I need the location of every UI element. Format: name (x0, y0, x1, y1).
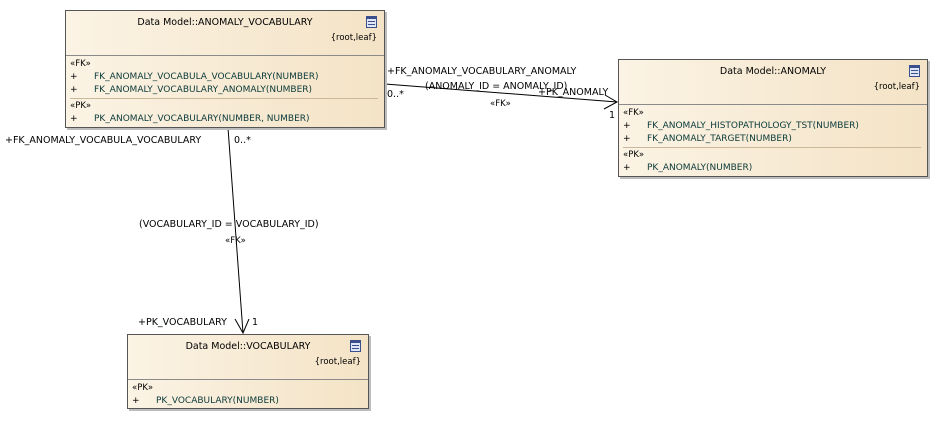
visibility-marker: + (623, 163, 631, 173)
source-role-label: +FK_ANOMALY_VOCABULARY_ANOMALY (387, 66, 577, 77)
source-multiplicity: 0..* (234, 135, 251, 146)
fk-vocabulary-line (227, 127, 244, 334)
visibility-marker: + (70, 114, 78, 124)
target-role-label: +PK_VOCABULARY (138, 317, 227, 328)
fk-anomaly-line (384, 83, 618, 103)
fk-anomaly-arrowhead (603, 94, 619, 110)
operation-name: FK_ANOMALY_VOCABULARY_ANOMALY(NUMBER) (94, 85, 313, 95)
pk-stereotype: «PK» (70, 101, 92, 111)
pk-section: «PK» + PK_ANOMALY_VOCABULARY(NUMBER, NUMB… (70, 100, 378, 127)
join-condition-label: (VOCABULARY_ID = VOCABULARY_ID) (139, 219, 319, 230)
operation-row[interactable]: + PK_ANOMALY(NUMBER) (623, 162, 921, 175)
table-icon (909, 65, 920, 77)
visibility-marker: + (70, 85, 78, 95)
table-title: Data Model::ANOMALY_VOCABULARY (137, 17, 313, 28)
operation-row[interactable]: + PK_ANOMALY_VOCABULARY(NUMBER, NUMBER) (70, 113, 378, 126)
fk-stereotype: «FK» (70, 59, 91, 69)
operation-name: FK_ANOMALY_VOCABULA_VOCABULARY(NUMBER) (94, 72, 319, 82)
table-tags: {root,leaf} (330, 33, 377, 43)
table-vocabulary[interactable]: Data Model::VOCABULARY {root,leaf} «PK» … (127, 334, 369, 409)
fk-stereotype-label: «FK» (490, 99, 511, 109)
fk-section: «FK» + FK_ANOMALY_HISTOPATHOLOGY_TST(NUMB… (623, 107, 921, 148)
table-anomaly[interactable]: Data Model::ANOMALY {root,leaf} «FK» +FK… (618, 59, 928, 177)
fk-section: «FK» + FK_ANOMALY_VOCABULA_VOCABULARY(NUM… (70, 58, 378, 99)
operation-name: FK_ANOMALY_HISTOPATHOLOGY_TST(NUMBER) (647, 121, 859, 131)
pk-stereotype: «PK» (132, 383, 154, 393)
operation-name: PK_ANOMALY(NUMBER) (647, 163, 753, 173)
fk-stereotype: «FK» (623, 108, 644, 118)
pk-section: «PK» + PK_ANOMALY(NUMBER) (623, 149, 921, 176)
fk-stereotype-label: «FK» (225, 236, 246, 246)
operation-name: PK_VOCABULARY(NUMBER) (156, 396, 279, 406)
operation-name: FK_ANOMALY_TARGET(NUMBER) (647, 134, 792, 144)
visibility-marker: + (623, 134, 631, 144)
table-title: Data Model::VOCABULARY (185, 341, 311, 352)
table-tags: {root,leaf} (314, 357, 361, 367)
operation-row[interactable]: + FK_ANOMALY_VOCABULA_VOCABULARY(NUMBER) (70, 71, 378, 84)
operation-name: PK_ANOMALY_VOCABULARY(NUMBER, NUMBER) (94, 114, 310, 124)
operation-row[interactable]: + FK_ANOMALY_TARGET(NUMBER) (623, 133, 921, 146)
source-multiplicity: 0..* (387, 89, 404, 100)
operation-row[interactable]: + FK_ANOMALY_HISTOPATHOLOGY_TST(NUMBER) (623, 120, 921, 133)
pk-stereotype: «PK» (623, 150, 645, 160)
join-condition-label: (ANOMALY_ID = ANOMALY_ID) (425, 81, 568, 92)
table-tags: {root,leaf} (873, 82, 920, 92)
visibility-marker: + (70, 72, 78, 82)
target-role-label: +PK_ANOMALY (538, 87, 609, 98)
visibility-marker: + (132, 396, 140, 406)
visibility-marker: + (623, 121, 631, 131)
table-header: Data Model::ANOMALY_VOCABULARY {root,lea… (66, 11, 384, 56)
table-title: Data Model::ANOMALY (719, 66, 827, 77)
table-anomaly-vocabulary[interactable]: Data Model::ANOMALY_VOCABULARY {root,lea… (65, 10, 385, 128)
table-icon (350, 340, 361, 352)
table-icon (366, 16, 377, 28)
table-header: Data Model::VOCABULARY {root,leaf} (128, 335, 368, 380)
fk-vocabulary-arrowhead (234, 318, 250, 335)
target-multiplicity: 1 (252, 317, 259, 328)
pk-section: «PK» + PK_VOCABULARY(NUMBER) (132, 382, 362, 409)
operation-row[interactable]: + PK_VOCABULARY(NUMBER) (132, 395, 362, 408)
target-multiplicity: 1 (609, 110, 616, 121)
table-header: Data Model::ANOMALY {root,leaf} (619, 60, 927, 105)
source-role-label: +FK_ANOMALY_VOCABULA_VOCABULARY (5, 135, 202, 146)
operation-row[interactable]: + FK_ANOMALY_VOCABULARY_ANOMALY(NUMBER) (70, 84, 378, 97)
